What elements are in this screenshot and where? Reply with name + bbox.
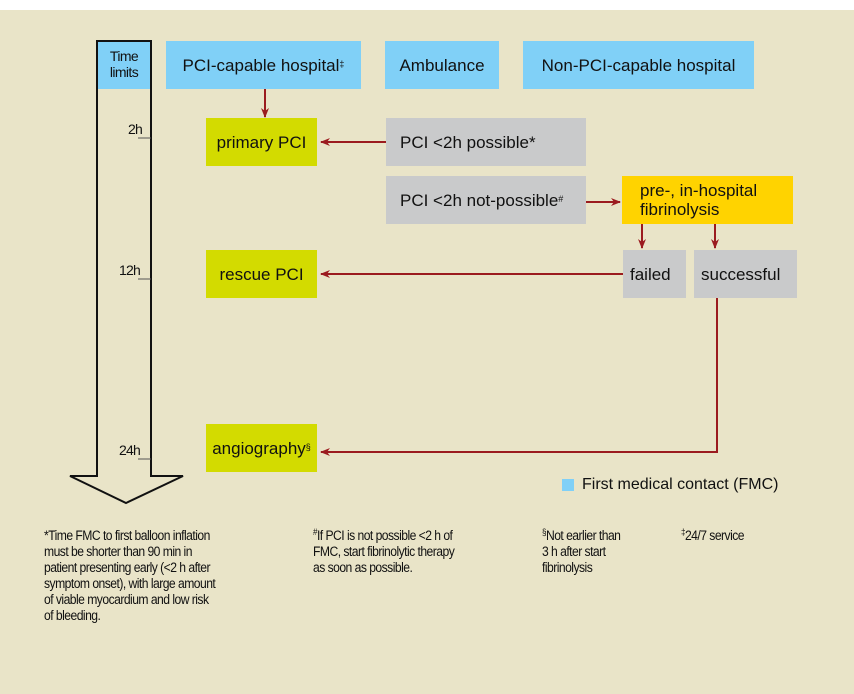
section-mark: § [305,442,311,452]
pci-possible-box: PCI <2h possible* [386,118,586,166]
fibrinolysis-line1: pre-, in-hospital [640,181,758,200]
dagger-mark: ‡ [339,59,345,69]
ambulance-label: Ambulance [399,55,485,75]
footnote-hash-line: FMC, start fibrinolytic therapy [313,544,455,559]
time-header-fill [98,42,150,89]
successful-box: successful [694,250,797,298]
footnote-section-line: 3 h after start [542,544,606,559]
footnote-star-line: *Time FMC to first balloon inflation [44,528,210,543]
legend: First medical contact (FMC) [562,476,778,494]
footnote-dagger-mark: ‡ [681,527,686,537]
pci-capable-hospital-box: PCI-capable hospital‡ [166,41,361,89]
ambulance-box: Ambulance [385,41,499,89]
tick-label-12h: 12h [119,262,141,278]
footnote-section: §Not earlier than 3 h after start fibrin… [542,527,621,576]
footnote-star: *Time FMC to first balloon inflation mus… [44,528,216,624]
footnote-star-line: patient presenting early (<2 h after [44,560,211,575]
primary-pci-box: primary PCI [206,118,317,166]
time-arrow [69,40,184,505]
arrow-successful-to-angiography [320,298,718,456]
footnote-dagger: ‡24/7 service [681,527,745,544]
fmc-legend-label: First medical contact (FMC) [582,476,779,493]
fibrinolysis-line2: fibrinolysis [640,200,720,219]
hash-mark: # [558,194,564,204]
primary-pci-label: primary PCI [216,132,307,152]
non-pci-capable-hospital-box: Non-PCI-capable hospital [523,41,754,89]
failed-label: failed [630,264,671,284]
footnote-section-line: Not earlier than [545,528,621,543]
pci-not-possible-box: PCI <2h not-possible# [386,176,586,224]
time-limits-line1: Time [109,48,139,64]
pci-capable-hospital-label: PCI-capable hospital [182,55,340,75]
pci-possible-label: PCI <2h possible* [400,132,536,152]
fibrinolysis-box: pre-, in-hospital fibrinolysis [622,176,793,224]
footnote-star-line: must be shorter than 90 min in [44,544,192,559]
failed-box: failed [623,250,686,298]
successful-label: successful [701,264,781,284]
angiography-box: angiography§ [206,424,317,472]
footnote-star-line: of viable myocardium and low risk [44,592,209,607]
footnote-star-line: of bleeding. [44,608,101,623]
tick-label-24h: 24h [119,442,141,458]
tick-label-2h: 2h [128,121,143,137]
footnote-hash-line: as soon as possible. [313,560,413,575]
footnote-hash-line: If PCI is not possible <2 h of [316,528,453,543]
time-limits-header: Time limits [98,48,150,80]
pci-not-possible-label: PCI <2h not-possible [400,190,559,210]
footnote-star-line: symptom onset), with large amount [44,576,216,591]
rescue-pci-label: rescue PCI [219,264,304,284]
fmc-legend-swatch [562,479,574,491]
angiography-label: angiography [212,438,306,458]
footnote-hash-mark: # [313,527,318,537]
footnote-dagger-line: 24/7 service [684,528,745,543]
footnote-hash: #If PCI is not possible <2 h of FMC, sta… [313,527,455,576]
footnote-section-line: fibrinolysis [542,560,593,575]
footnote-section-mark: § [542,527,547,537]
rescue-pci-box: rescue PCI [206,250,317,298]
time-limits-line2: limits [109,64,139,80]
non-pci-capable-hospital-label: Non-PCI-capable hospital [541,55,736,75]
